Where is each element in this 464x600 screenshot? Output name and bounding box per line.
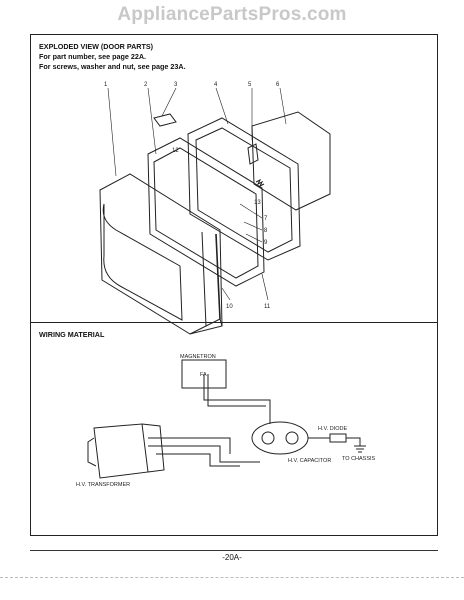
magnetron-label: MAGNETRON: [180, 354, 216, 360]
wiring-material-heading: WIRING MATERIAL: [39, 330, 105, 339]
callout-8: 8: [264, 228, 268, 234]
exploded-view-heading: EXPLODED VIEW (DOOR PARTS): [39, 42, 154, 51]
section-divider: [30, 322, 438, 323]
capacitor-label: H.V. CAPACITOR: [288, 458, 331, 464]
diode-label: H.V. DIODE: [318, 426, 347, 432]
callout-1: 1: [104, 82, 108, 88]
callout-2: 2: [144, 82, 148, 88]
chassis-label: TO CHASSIS: [342, 456, 376, 462]
fa-label: FA: [200, 372, 207, 378]
ground-symbol: [354, 445, 366, 453]
spring-part: [255, 178, 265, 188]
callout-5: 5: [248, 82, 252, 88]
diagram-frame: [30, 34, 438, 536]
part-number-reference: For part number, see page 22A.: [39, 52, 147, 61]
callout-7: 7: [264, 216, 268, 222]
latch-part: [247, 143, 259, 165]
watermark: AppliancePartsPros.com: [117, 4, 347, 25]
callout-3: 3: [174, 82, 178, 88]
door-screen: [187, 117, 301, 261]
screw-reference: For screws, washer and nut, see page 23A…: [39, 62, 186, 71]
callout-11: 11: [264, 304, 271, 310]
hinge-part: [153, 113, 177, 127]
callout-4: 4: [214, 82, 218, 88]
diode-symbol: [329, 433, 347, 443]
callout-13: 13: [254, 200, 261, 206]
door-seal-plate: [251, 111, 331, 211]
callout-9: 9: [264, 240, 268, 246]
parts-diagram: 1 2 3 4 5 6 7 8 9 10 11 12 13 MAGNETRON …: [76, 82, 376, 488]
callout-12: 12: [172, 148, 179, 154]
page-number: -20A-: [222, 553, 242, 562]
scan-edge: [0, 577, 464, 578]
door-choke-frame: [147, 137, 265, 287]
callout-10: 10: [226, 304, 233, 310]
door-front-panel: [99, 173, 223, 335]
transformer-label: H.V. TRANSFORMER: [76, 482, 130, 488]
callout-6: 6: [276, 82, 280, 88]
capacitor-body: [251, 421, 309, 455]
transformer-body: [93, 423, 149, 479]
footer-rule: [30, 550, 438, 551]
